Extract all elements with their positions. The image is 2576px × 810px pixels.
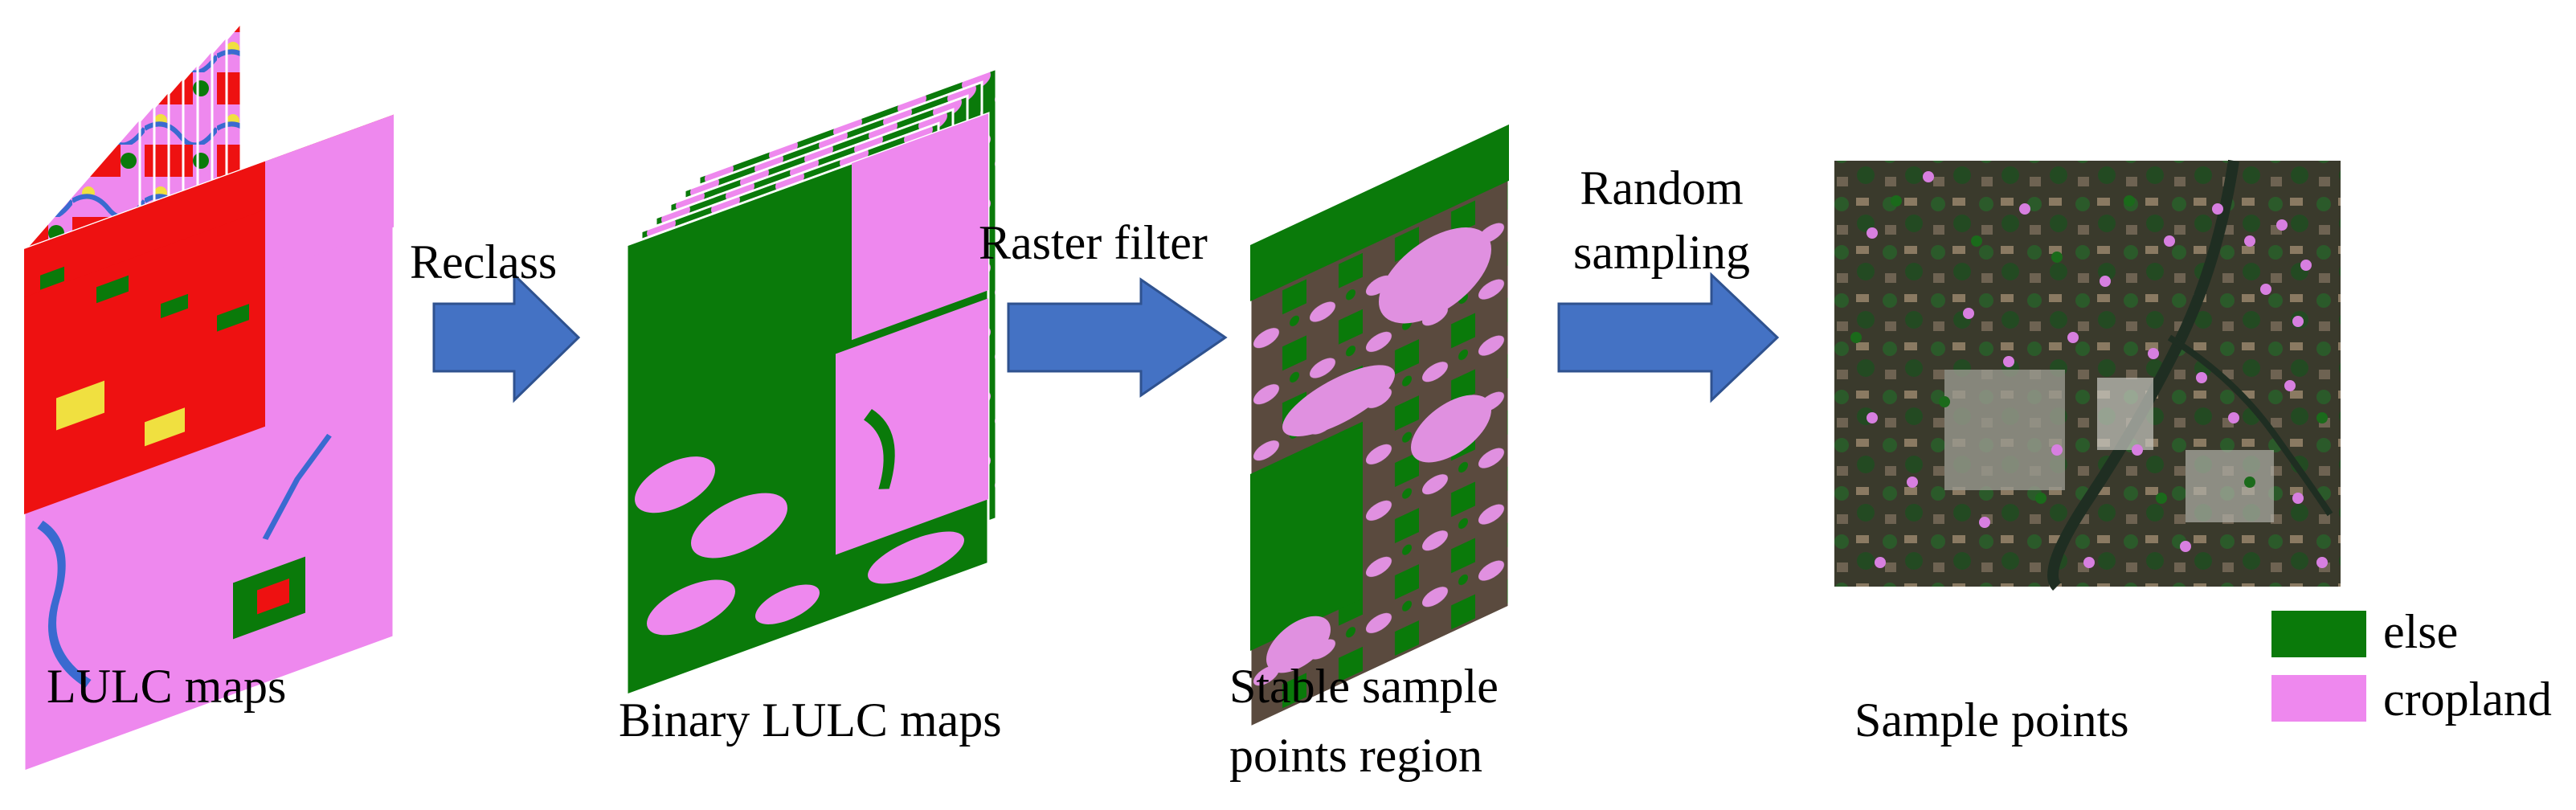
legend-label-cropland: cropland (2383, 673, 2552, 726)
label-lulc-maps: LULC maps (47, 660, 287, 713)
sample-point-markers (1867, 171, 2328, 568)
binary-map-front (625, 112, 990, 698)
label-binary-lulc-maps: Binary LULC maps (619, 693, 1002, 747)
label-stable-region-line1: Stable sample (1229, 660, 1499, 713)
arrow-label-raster-filter: Raster filter (979, 216, 1208, 269)
legend-swatch-else (2271, 611, 2366, 657)
arrow-reclass (432, 272, 581, 403)
lulc-map-front-skewed (22, 112, 395, 774)
stable-region-map (1249, 122, 1511, 730)
arrow-label-random-sampling-line2: sampling (1573, 226, 1750, 279)
arrow-raster-filter (1007, 277, 1228, 398)
else-point-markers (1850, 195, 2328, 504)
legend-swatch-cropland (2271, 675, 2366, 722)
legend-label-else: else (2383, 605, 2459, 658)
arrow-label-reclass: Reclass (410, 235, 558, 288)
label-stable-region-line2: points region (1229, 729, 1482, 782)
arrow-label-random-sampling-line1: Random (1580, 162, 1744, 215)
arrow-random-sampling (1557, 272, 1780, 403)
binary-map-stack (625, 67, 998, 698)
label-sample-points: Sample points (1854, 693, 2129, 747)
sample-points-image (1834, 159, 2341, 591)
